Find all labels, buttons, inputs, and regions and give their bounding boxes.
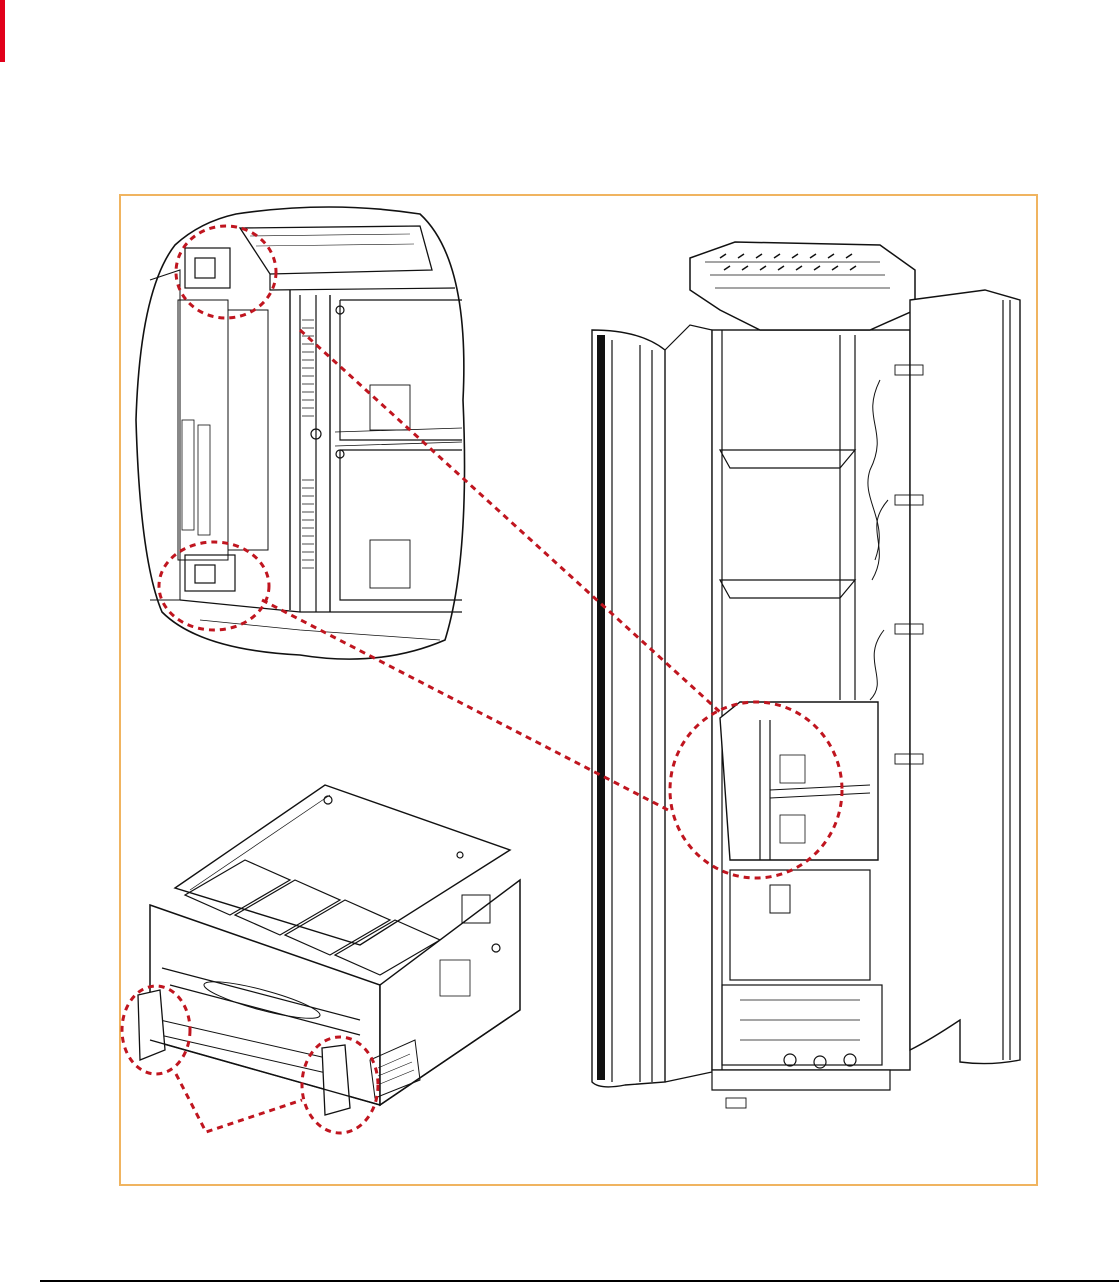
cabinet-illustration	[592, 242, 1020, 1108]
module-illustration	[138, 785, 520, 1115]
footer-rule	[40, 1280, 1119, 1282]
